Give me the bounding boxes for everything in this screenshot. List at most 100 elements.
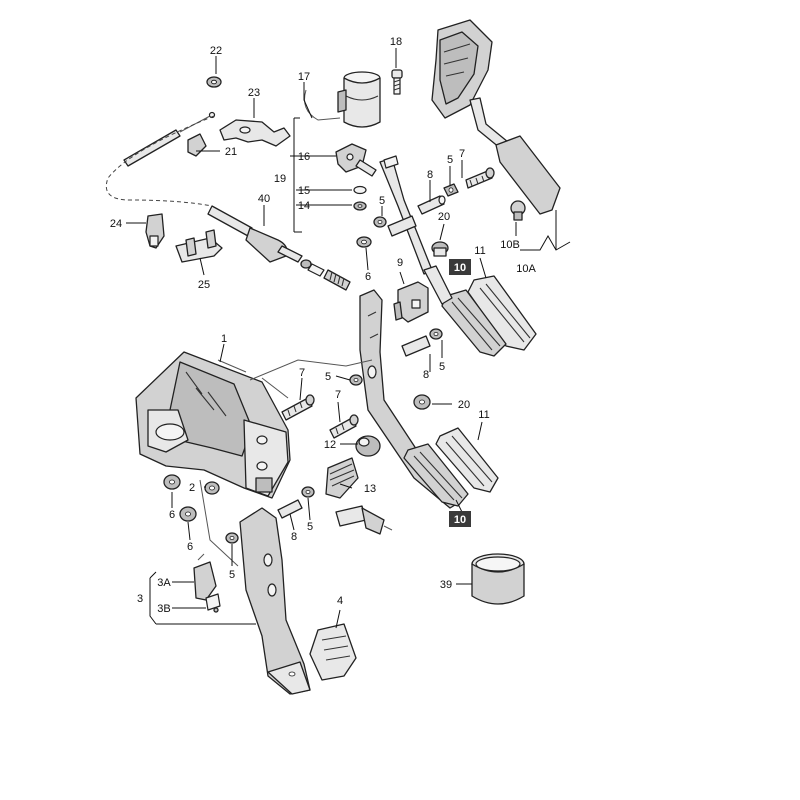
- callout-10a: 10A: [516, 263, 536, 275]
- callout-5-upper-mid: 5: [379, 195, 385, 207]
- callout-11-top: 11: [474, 245, 485, 257]
- buffer-20-lower: [413, 394, 431, 410]
- callout-25: 25: [198, 279, 210, 291]
- nut-5-left: [349, 374, 363, 386]
- callout-13: 13: [364, 483, 376, 495]
- callout-5-top: 5: [447, 154, 453, 166]
- callout-19: 19: [274, 173, 286, 185]
- callout-17: 17: [298, 71, 310, 83]
- callout-7-mid-b: 7: [335, 389, 341, 401]
- callout-18: 18: [390, 36, 402, 48]
- bushing-5b: [387, 215, 417, 237]
- washer-22: [206, 76, 222, 88]
- nut-5-upper: [443, 183, 459, 197]
- callout-11-mid: 11: [478, 409, 489, 421]
- callout-2: 2: [189, 482, 195, 494]
- callout-15: 15: [298, 185, 310, 197]
- callout-16: 16: [298, 151, 310, 163]
- clutch-cable-40: [207, 205, 351, 291]
- pedal-pad-10-upper: [441, 289, 507, 357]
- nut-6-b: [179, 506, 197, 522]
- callout-5-mid-left: 5: [325, 371, 331, 383]
- nut-5-mid: [373, 216, 387, 228]
- buffer-20-upper: [431, 241, 449, 257]
- bolt-7-upper: [465, 167, 495, 189]
- nut-6-a: [163, 474, 181, 490]
- pedal-arm-upper: [423, 265, 453, 305]
- callout-10-mid-text: 10: [454, 514, 466, 526]
- cap-12: [355, 435, 381, 457]
- callout-labels: 22 23 21 18 17 16 19 15 14 40 24 25 8 5 …: [110, 36, 537, 615]
- switch-3a: [193, 553, 217, 601]
- callout-6-top: 6: [365, 271, 371, 283]
- callout-20-top: 20: [438, 211, 450, 223]
- nut-5-lowerleft: [225, 532, 239, 544]
- push-rod: [379, 155, 433, 275]
- switch-plug: [335, 505, 393, 535]
- nut-6-upper: [356, 236, 372, 248]
- callout-1: 1: [221, 333, 227, 345]
- callout-5-lowest: 5: [229, 569, 235, 581]
- pedal-pad-11-lower: [435, 427, 499, 493]
- ring-39: [471, 553, 525, 605]
- callout-3b: 3B: [157, 603, 170, 615]
- callout-14: 14: [298, 200, 310, 212]
- leader-lines: [126, 48, 571, 629]
- clip-24: [145, 213, 165, 249]
- callout-10-top-text: 10: [454, 262, 466, 274]
- bolt-18: [391, 69, 403, 95]
- switch-3b: [205, 593, 221, 613]
- pedal-pad-11-upper: [467, 275, 537, 351]
- washer-15: [353, 185, 367, 195]
- callout-6-low: 6: [187, 541, 193, 553]
- callout-8-top: 8: [427, 169, 433, 181]
- callout-9: 9: [397, 257, 403, 269]
- callout-5-mid-right: 5: [439, 361, 445, 373]
- nut-2: [204, 481, 220, 495]
- callout-5-low: 5: [307, 521, 313, 533]
- bracket-25: [175, 229, 223, 263]
- callout-10-top: 10: [449, 259, 471, 275]
- callout-7-top: 7: [459, 148, 465, 160]
- spring-13: [325, 457, 359, 499]
- bolt-7-a: [281, 394, 315, 421]
- callout-10b: 10B: [500, 239, 520, 251]
- callout-8-mid: 8: [423, 369, 429, 381]
- pin-8-mid: [401, 335, 431, 357]
- callout-7-mid-a: 7: [299, 367, 305, 379]
- pedal-pad-10-lower: [403, 443, 469, 507]
- bushing-8-upper: [417, 195, 446, 215]
- nut-5-lower: [301, 486, 315, 498]
- lever-16: [335, 143, 377, 177]
- callout-12: 12: [324, 439, 336, 451]
- callout-6-mid: 6: [169, 509, 175, 521]
- switch-9: [393, 281, 429, 323]
- callout-23: 23: [248, 87, 260, 99]
- nut-5-right: [429, 328, 443, 340]
- bolt-7-b: [329, 414, 359, 439]
- callout-3: 3: [137, 593, 143, 605]
- accelerator-pedal-module: [431, 19, 561, 215]
- callout-40: 40: [258, 193, 270, 205]
- reference-outlines: [105, 115, 373, 567]
- pedal-bracket-1: [135, 351, 291, 499]
- callout-21: 21: [225, 146, 237, 158]
- washer-14: [353, 201, 367, 211]
- cap-10b: [510, 200, 526, 221]
- pedal-pad-4: [309, 623, 357, 681]
- cable-21: [123, 111, 216, 167]
- callout-3a: 3A: [157, 577, 171, 589]
- pin-8-lower: [277, 499, 303, 519]
- callout-39: 39: [440, 579, 452, 591]
- master-cylinder: [304, 71, 381, 128]
- callout-8-low: 8: [291, 531, 297, 543]
- clutch-pedal-arm: [239, 507, 311, 695]
- callout-10-mid: 10: [449, 511, 471, 527]
- callout-24: 24: [110, 218, 122, 230]
- callout-22: 22: [210, 45, 222, 57]
- callout-20-mid: 20: [458, 399, 470, 411]
- callout-4: 4: [337, 595, 343, 607]
- bracket-23: [219, 119, 291, 147]
